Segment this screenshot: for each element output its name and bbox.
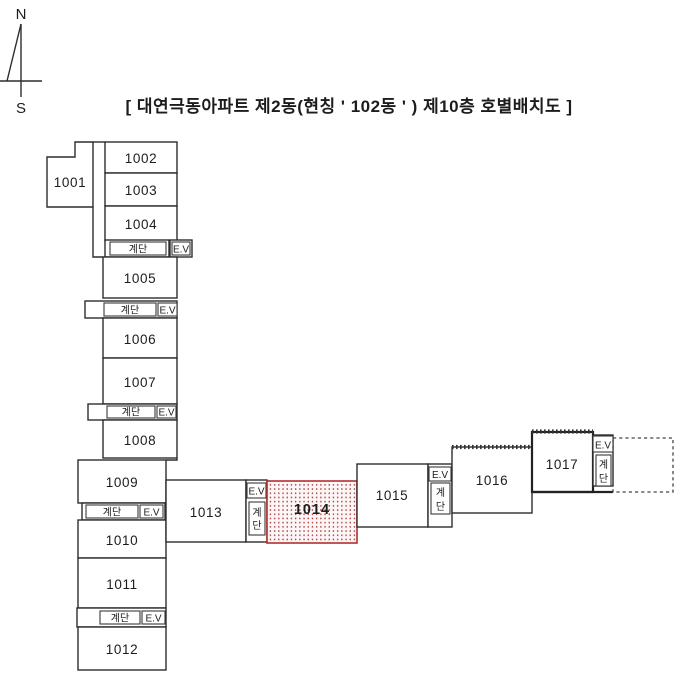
stairs-label-vertical-bottom: 단 (599, 473, 608, 485)
unit-1007-label: 1007 (124, 375, 156, 390)
stairs-box (103, 302, 157, 317)
unit-1013 (165, 479, 247, 543)
corridor-left-line (92, 207, 103, 258)
stairs-box (109, 241, 167, 256)
unit-1015-label: 1015 (376, 488, 408, 503)
elevator-label: E.V (248, 487, 264, 498)
compass-north-label: N (16, 6, 27, 23)
elevator-box (246, 482, 267, 499)
elevator-box (428, 466, 452, 482)
unit-1004-label: 1004 (125, 217, 157, 232)
stairs-box (85, 504, 139, 519)
elevator-box (141, 610, 166, 625)
unit-1011-label: 1011 (106, 577, 137, 592)
unit-1014-label: 1014 (294, 502, 330, 518)
elevator-box (139, 504, 164, 519)
unit-1003-label: 1003 (125, 183, 157, 198)
unit-1016-label: 1016 (476, 473, 508, 488)
unit-1012-label: 1012 (106, 642, 138, 657)
unit-1006-label: 1006 (124, 332, 156, 347)
elevator-box (157, 302, 178, 317)
elevator-label: E.V (432, 470, 448, 481)
stairs-box (99, 610, 141, 625)
compass-south-label: S (16, 100, 26, 117)
elevator-label: E.V (143, 508, 159, 519)
stair-strip-3: E.V 계 단 (592, 434, 614, 487)
unit-1011 (77, 557, 167, 609)
unit-1007 (102, 357, 178, 405)
unit-1002-label: 1002 (125, 151, 157, 166)
stair-row-a: 계단 E.V (104, 239, 193, 258)
stairs-box (595, 454, 612, 487)
stairs-label: 계단 (111, 613, 129, 625)
stairs-label-vertical-top: 계 (599, 459, 608, 471)
elevator-label: E.V (173, 245, 189, 256)
page-title: [ 대연극동아파트 제2동(현칭 ' 102동 ' ) 제10층 호별배치도 ] (125, 97, 572, 116)
compass: N S (0, 6, 42, 117)
elevator-label: E.V (145, 614, 161, 625)
unit-1001-label: 1001 (54, 175, 86, 190)
stairs-box (430, 482, 451, 515)
unit-1017-label: 1017 (546, 457, 578, 472)
elevator-box (592, 435, 614, 453)
elevator-label: E.V (159, 306, 175, 317)
unit-1003 (104, 172, 178, 207)
stair-row-e: 계단 E.V (76, 607, 167, 628)
unit-1009-label: 1009 (106, 475, 138, 490)
unit-1005-label: 1005 (124, 271, 156, 286)
elevator-label: E.V (158, 408, 174, 419)
unit-1013-label: 1013 (190, 505, 222, 520)
stairs-box (106, 405, 156, 419)
stairs-label-vertical-top: 계 (436, 487, 445, 499)
unit-1004 (104, 205, 178, 242)
stairs-box (248, 501, 266, 536)
unit-1005 (102, 256, 178, 299)
unit-1010 (77, 519, 167, 559)
unit-1006 (102, 317, 178, 359)
stairs-label: 계단 (121, 305, 139, 317)
stair-strip-2: E.V 계 단 (427, 463, 453, 528)
unit-1012 (77, 626, 167, 671)
unit-1010-label: 1010 (106, 533, 138, 548)
elevator-box (156, 405, 177, 419)
dashed-annex-outline (612, 437, 674, 493)
stairs-label-vertical-bottom: 단 (436, 501, 445, 513)
elevator-label: E.V (595, 441, 611, 452)
stair-strip-1: E.V 계 단 (245, 479, 268, 543)
stairs-label-vertical-top: 계 (252, 507, 261, 519)
stairs-label: 계단 (103, 507, 121, 519)
stair-row-d: 계단 E.V (81, 502, 166, 521)
stair-row-c: 계단 E.V (87, 403, 178, 421)
junction-line (166, 458, 178, 461)
elevator-box (171, 241, 191, 256)
stairs-label-vertical-bottom: 단 (252, 520, 261, 532)
unit-1008 (102, 419, 178, 459)
stairs-label: 계단 (122, 407, 140, 419)
unit-1008-label: 1008 (124, 433, 156, 448)
stair-row-b: 계단 E.V (84, 300, 178, 319)
north-arrow-diagonal (6, 23, 22, 82)
stairs-label: 계단 (129, 244, 147, 256)
